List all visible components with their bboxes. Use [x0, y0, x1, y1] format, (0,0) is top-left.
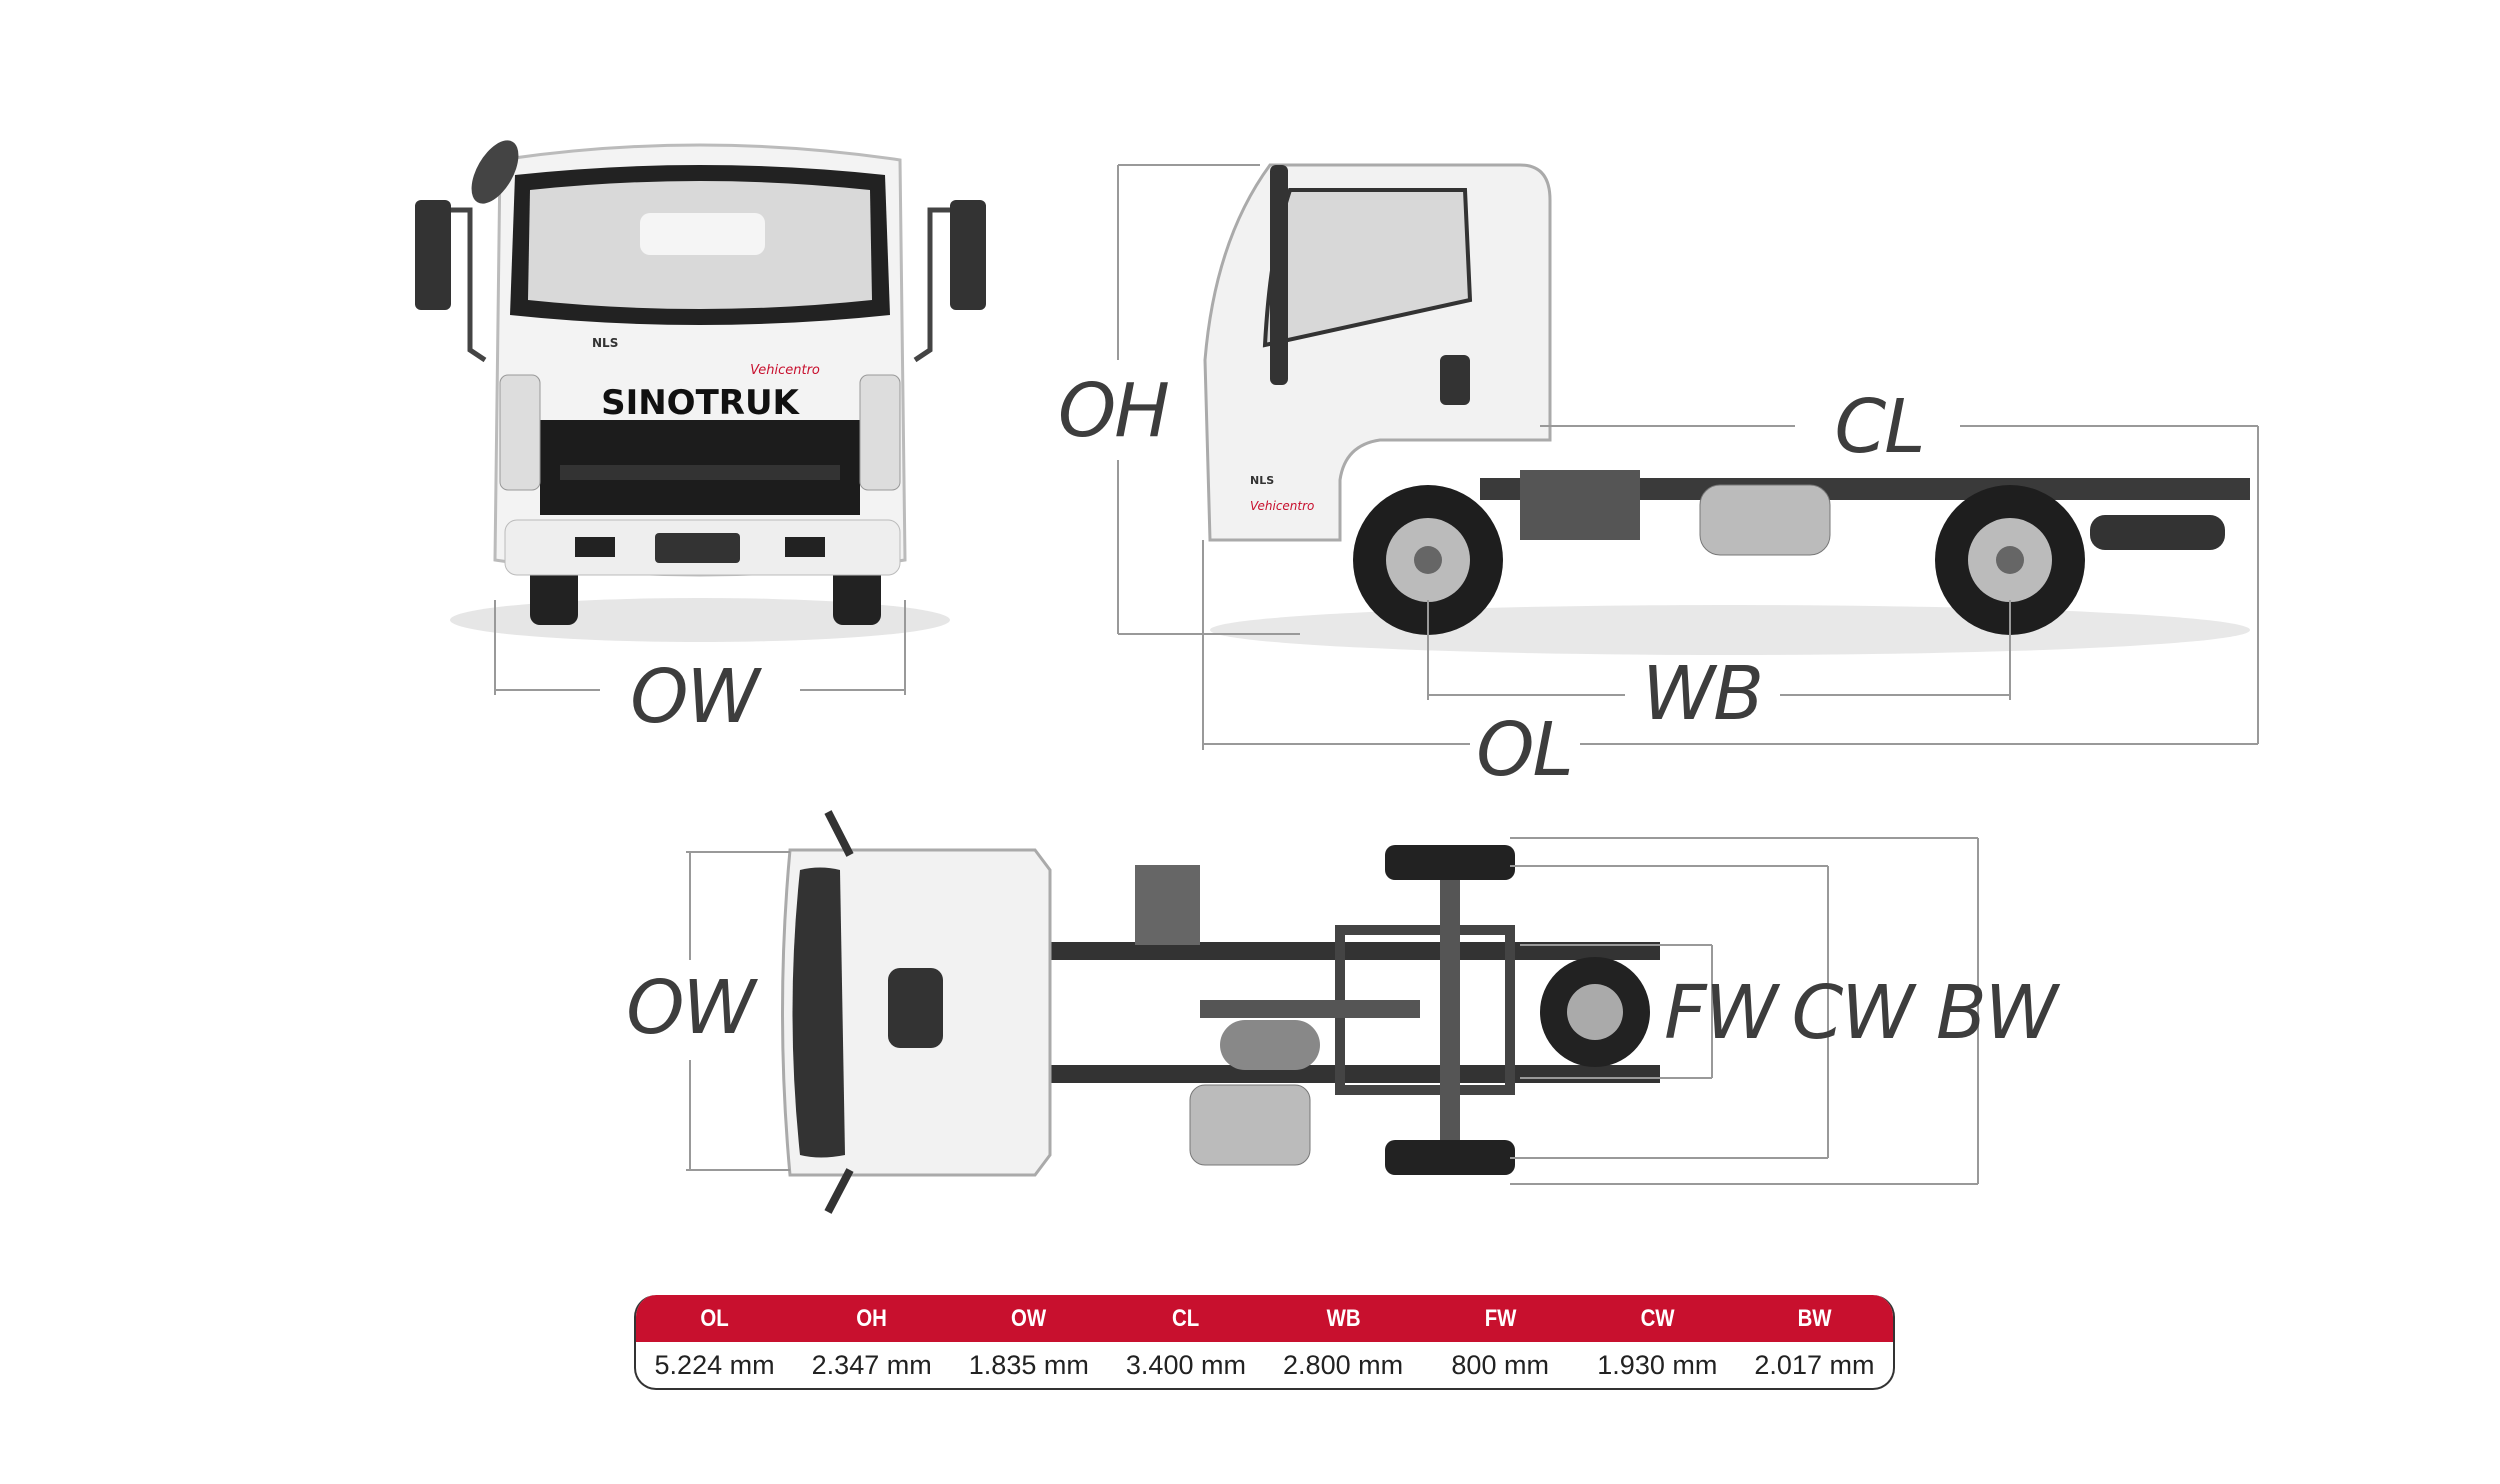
spec-table-values: 5.224 mm 2.347 mm 1.835 mm 3.400 mm 2.80… — [636, 1342, 1893, 1388]
side-view-truck: NLS Vehicentro — [1203, 163, 2250, 655]
value-oh: 2.347 mm — [811, 1350, 932, 1380]
header-cw: CW — [1640, 1305, 1675, 1332]
front-view-truck: SINOTRUK Vehicentro NLS — [415, 140, 986, 642]
value-fw: 800 mm — [1451, 1350, 1549, 1380]
header-oh: OH — [856, 1305, 887, 1332]
top-cw-label: CW — [1791, 970, 1915, 1056]
spec-table: OL OH OW CL WB FW CW BW 5.224 mm 2.347 m… — [634, 1295, 1895, 1390]
header-ol: OL — [700, 1305, 729, 1332]
value-cw: 1.930 mm — [1597, 1350, 1718, 1380]
front-ow-label: OW — [630, 654, 759, 740]
side-wb-label: WB — [1642, 651, 1764, 737]
svg-text:Vehicentro: Vehicentro — [750, 363, 820, 378]
value-wb: 2.800 mm — [1283, 1350, 1404, 1380]
value-bw: 2.017 mm — [1754, 1350, 1875, 1380]
rear-wheel — [1935, 485, 2085, 635]
value-ol: 5.224 mm — [654, 1350, 775, 1380]
top-bw-label: BW — [1936, 970, 2058, 1056]
value-ow: 1.835 mm — [968, 1350, 1089, 1380]
side-ol-label: OL — [1476, 707, 1573, 793]
header-ow: OW — [1011, 1305, 1047, 1332]
value-cl: 3.400 mm — [1125, 1350, 1246, 1380]
header-bw: BW — [1797, 1305, 1832, 1332]
top-view-truck — [781, 810, 1660, 1214]
top-dimensions — [686, 837, 1979, 1185]
svg-text:Vehicentro: Vehicentro — [1250, 499, 1314, 513]
svg-text:SINOTRUK: SINOTRUK — [601, 383, 800, 423]
spec-table-header: OL OH OW CL WB FW CW BW — [636, 1295, 1893, 1342]
side-dimensions — [1117, 164, 2259, 750]
svg-text:NLS: NLS — [592, 336, 618, 350]
side-oh-label: OH — [1058, 368, 1170, 454]
front-ow-dimension — [494, 600, 906, 695]
header-fw: FW — [1484, 1305, 1517, 1332]
svg-text:NLS: NLS — [1250, 474, 1274, 487]
top-fw-label: FW — [1664, 970, 1778, 1056]
header-wb: WB — [1326, 1305, 1361, 1332]
header-cl: CL — [1172, 1305, 1200, 1332]
front-wheel — [1353, 485, 1503, 635]
side-cl-label: CL — [1834, 384, 1926, 470]
top-ow-label: OW — [626, 965, 755, 1051]
